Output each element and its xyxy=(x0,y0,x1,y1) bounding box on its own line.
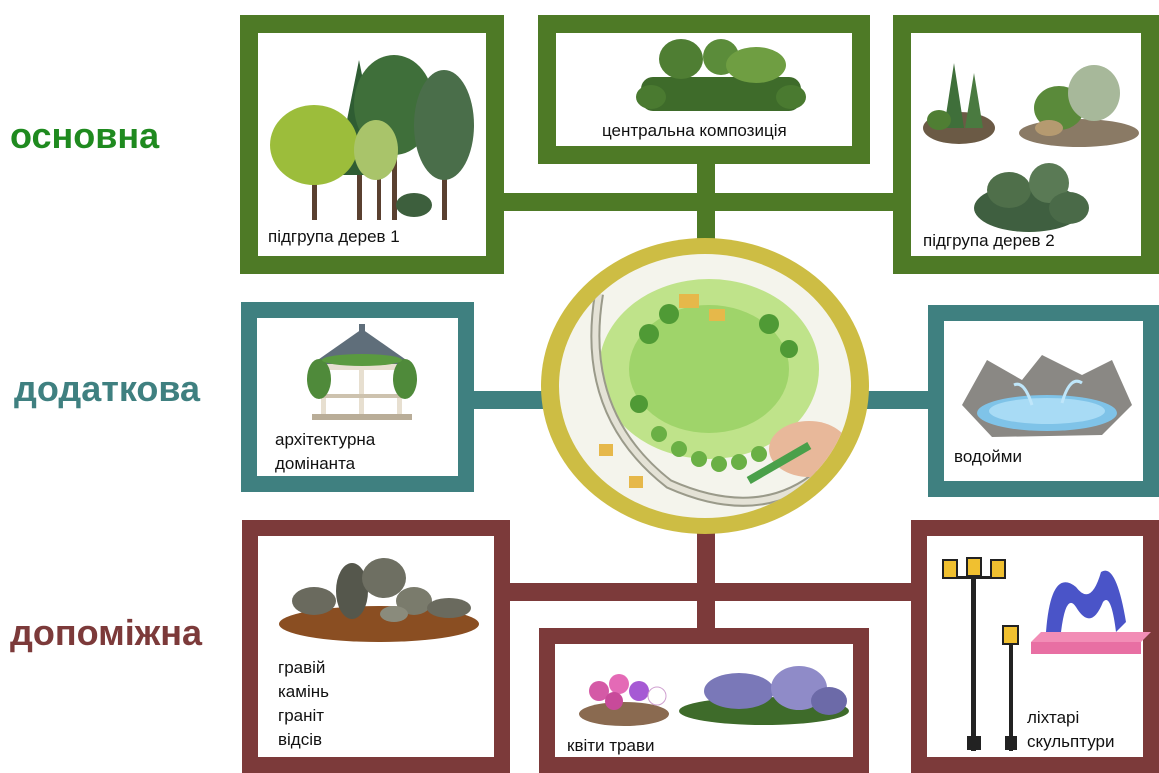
card-water: водойми xyxy=(928,305,1159,497)
flowerbed-icon xyxy=(579,666,849,726)
card-label-stones: гравій камінь граніт відсів xyxy=(278,658,329,749)
sculpture-icon xyxy=(1031,570,1151,654)
connector-main-vertical xyxy=(697,160,715,245)
card-tree-group-2: підгрупа дерев 2 xyxy=(893,15,1159,274)
connector-aux-vertical xyxy=(697,530,715,640)
card-label-tree-group-1: підгрупа дерев 1 xyxy=(268,227,400,246)
card-lamps-sculptures: ліхтарі скульптури xyxy=(911,520,1159,773)
card-label-tree-group-2: підгрупа дерев 2 xyxy=(923,231,1055,250)
connector-additional-left xyxy=(455,391,555,409)
trees-icon xyxy=(923,63,1139,232)
category-auxiliary: допоміжна xyxy=(10,612,203,653)
connector-additional-right xyxy=(850,391,940,409)
street-lamp-icon xyxy=(942,557,1019,751)
trees-icon xyxy=(270,55,474,220)
card-architectural-dominant: архітектурна домінанта xyxy=(241,302,474,492)
category-additional: додаткова xyxy=(14,368,201,409)
card-stones: гравій камінь граніт відсів xyxy=(242,520,510,773)
hedge-icon xyxy=(636,39,806,111)
hub-ring xyxy=(541,238,869,534)
card-central: центральна композиція xyxy=(538,15,870,164)
card-flowers: квіти трави xyxy=(539,628,869,773)
card-label-central: центральна композиція xyxy=(602,121,787,140)
pond-icon xyxy=(962,355,1132,437)
card-label-water: водойми xyxy=(954,447,1022,466)
gazebo-icon xyxy=(307,324,417,420)
card-label-lamps-sculptures: ліхтарі скульптури xyxy=(1027,708,1115,751)
landscape-plan-icon xyxy=(559,254,851,518)
card-label-architectural-dominant: архітектурна домінанта xyxy=(275,430,376,473)
card-tree-group-1: підгрупа дерев 1 xyxy=(240,15,504,274)
card-label-flowers: квіти трави xyxy=(567,736,655,755)
rocks-icon xyxy=(279,558,479,642)
category-main: основна xyxy=(10,115,160,156)
